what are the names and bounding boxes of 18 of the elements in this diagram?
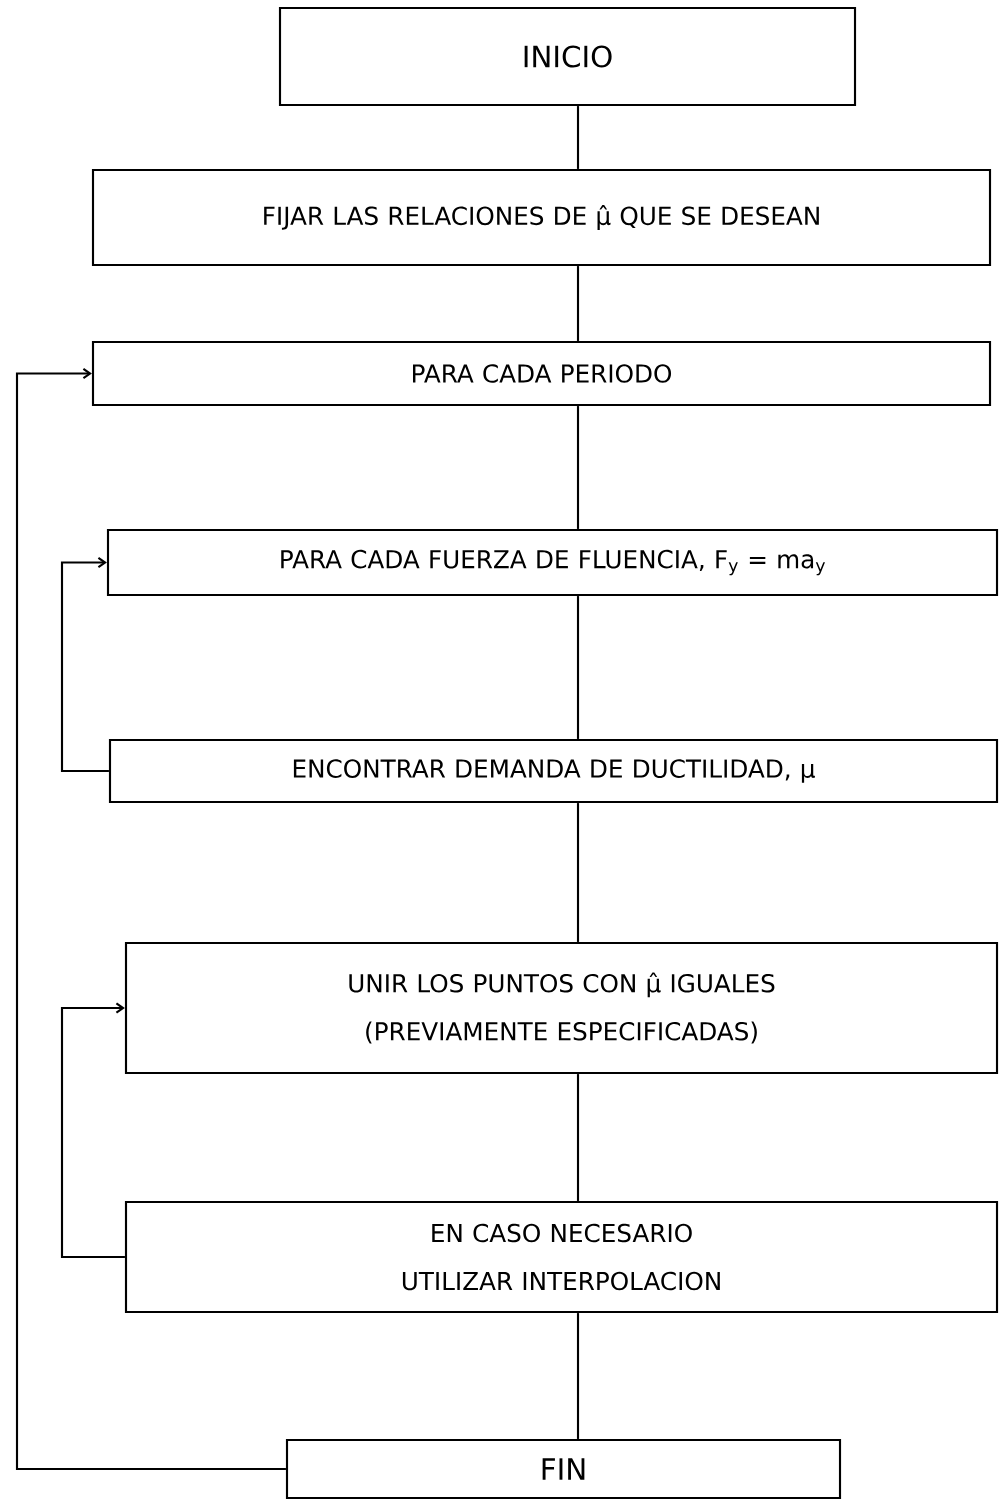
loop-arrow: [15, 367, 286, 1471]
connector-line: [576, 406, 580, 529]
process-box: PARA CADA FUERZA DE FLUENCIA, F$_{y}$ = ma$_{y}$: [106, 528, 999, 597]
process-box: EN CASO NECESARIO UTILIZAR INTERPOLACION: [124, 1200, 999, 1314]
connector-line: [576, 266, 580, 341]
process-box: ENCONTRAR DEMANDA DE DUCTILIDAD, μ: [108, 738, 999, 804]
process-box: FIN: [285, 1438, 842, 1500]
process-box: INICIO: [278, 6, 857, 107]
connector-line: [576, 596, 580, 739]
process-box: UNIR LOS PUNTOS CON μ̂ IGUALES (PREVIAMENTE ESPECIFICADAS): [124, 941, 999, 1075]
connector-line: [576, 1074, 580, 1201]
connector-line: [576, 1313, 580, 1439]
connector-line: [576, 106, 580, 169]
loop-arrow: [60, 1002, 125, 1259]
process-box: PARA CADA PERIODO: [91, 340, 992, 407]
loop-arrow: [60, 556, 109, 773]
connector-line: [576, 803, 580, 942]
process-box: FIJAR LAS RELACIONES DE μ̂ QUE SE DESEAN: [91, 168, 992, 267]
